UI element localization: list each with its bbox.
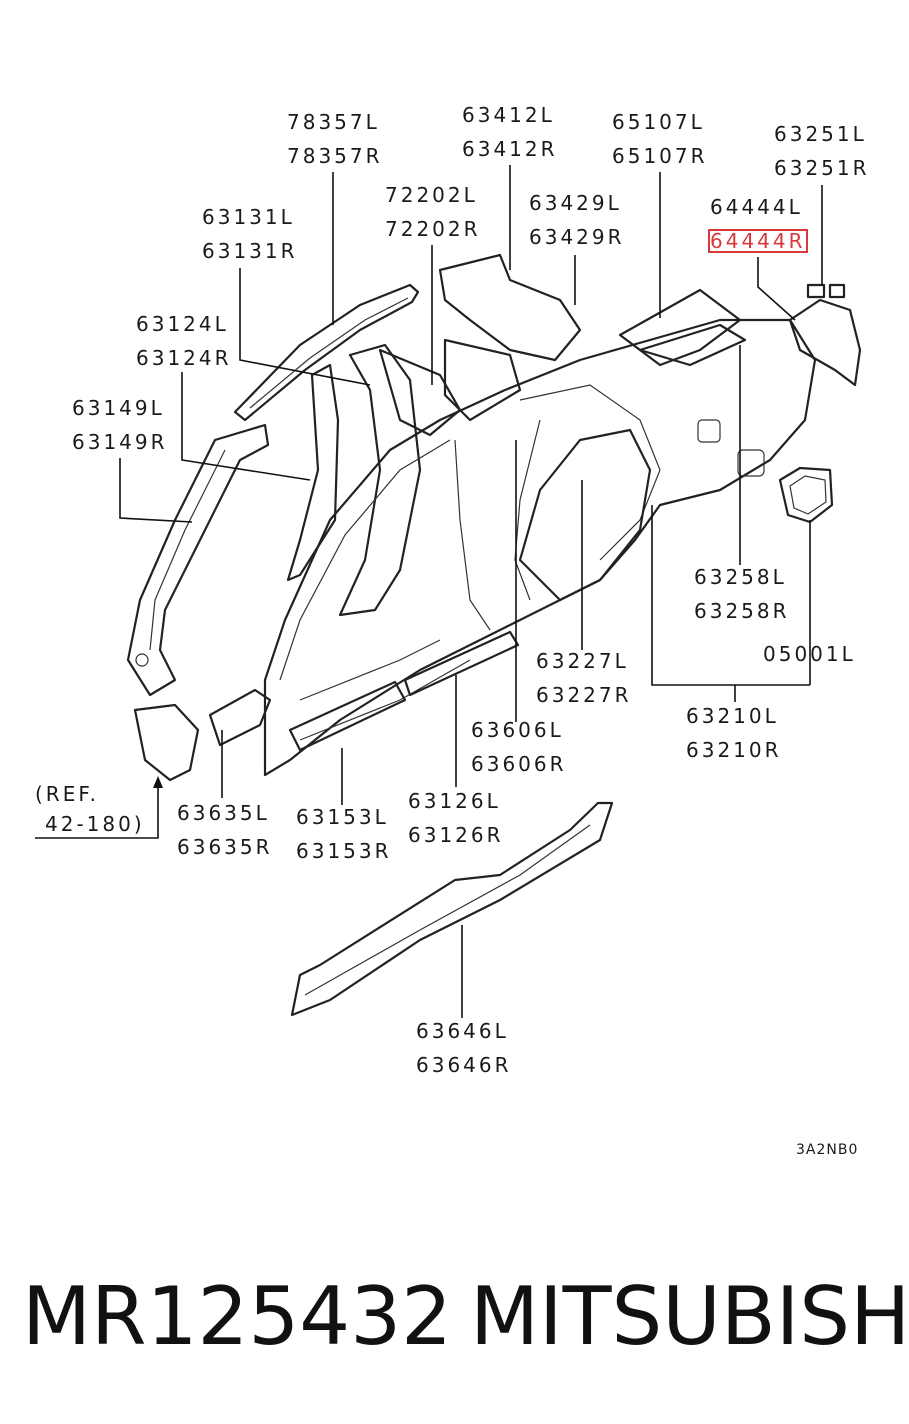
highlighted-part-number: 64444R — [708, 229, 808, 253]
front-lower-bracket-part — [208, 688, 272, 747]
pillar-lower-ref-part — [133, 703, 200, 782]
part-label-05001: 05001L — [763, 642, 856, 666]
leader-lines — [35, 165, 823, 1018]
roof-inner-frame-part — [378, 253, 582, 437]
front-pillar-part — [126, 423, 270, 697]
roof-rail-part — [233, 283, 420, 422]
rear-bracket-part — [788, 283, 862, 387]
center-pillar-inner-part — [286, 343, 422, 617]
diagram-code: 3A2NB0 — [796, 1142, 859, 1158]
footer-brand: MITSUBISHI — [470, 1270, 909, 1363]
footer-part-number: MR125432 — [22, 1270, 452, 1363]
sill-reinforcement-part — [288, 630, 520, 752]
fuel-lid-part — [778, 466, 834, 524]
reference-label: (REF.42-180) — [35, 782, 145, 836]
side-sill-outer-part — [290, 801, 614, 1017]
wheel-house-part — [518, 428, 652, 602]
body-side-panel-diagram — [35, 165, 862, 1018]
rear-shelf-part — [618, 288, 747, 367]
